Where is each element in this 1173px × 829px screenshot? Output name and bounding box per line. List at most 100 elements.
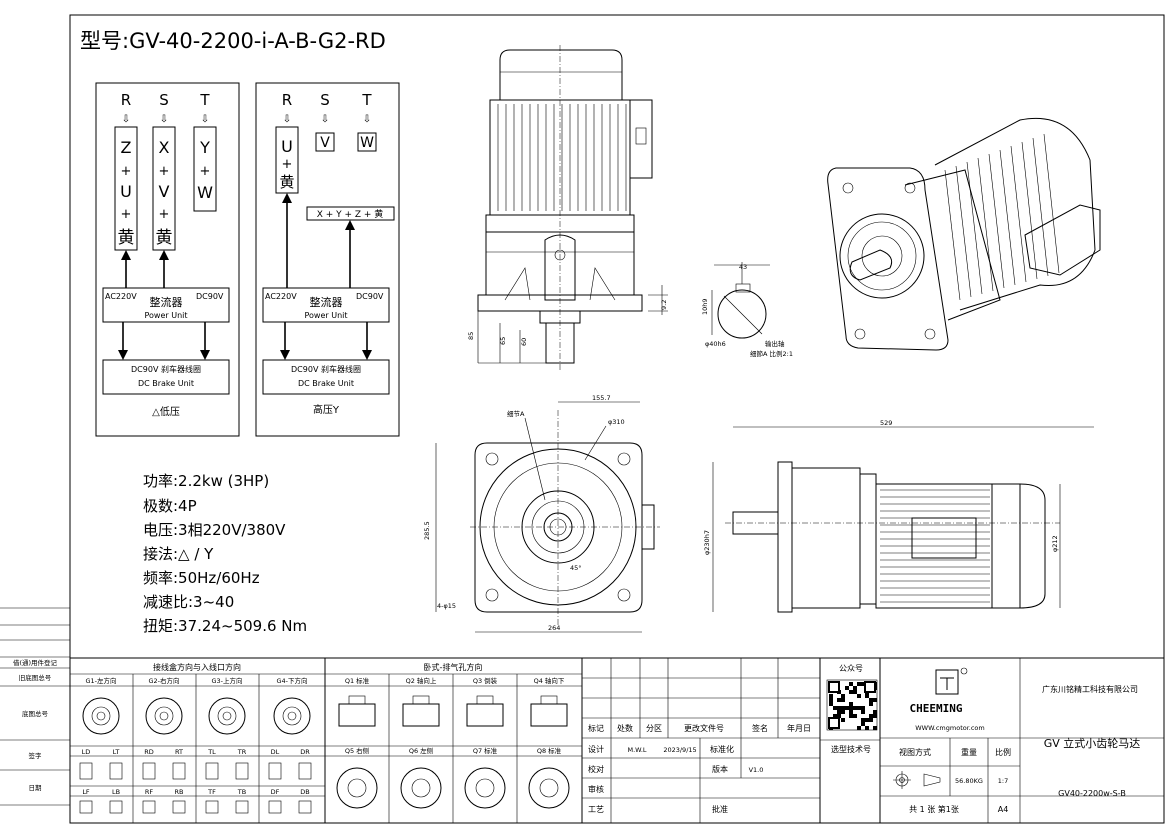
junction-sub-top: LT — [113, 748, 120, 756]
high-col1-yellow: 黄 — [279, 173, 294, 191]
vent-motor-icon — [338, 703, 376, 727]
spec-list: 功率:2.2kw (3HP) 极数:4P 电压:3相220V/380V 接法:△… — [143, 472, 307, 635]
high-brake-box — [262, 359, 390, 395]
role-process: 工艺 — [588, 805, 604, 814]
high-star-bar — [306, 206, 395, 221]
junction-sub-bottom: LB — [112, 788, 120, 796]
junction-sub-top: RT — [175, 748, 183, 756]
high-star-bar-label: X + Y + Z + 黄 — [317, 208, 384, 220]
dim-264: 264 — [548, 624, 560, 632]
junction-box-icon — [109, 800, 123, 814]
high-caption: 高压Y — [313, 403, 340, 416]
junction-motor-icon — [273, 697, 311, 735]
brand-logo-icon — [935, 667, 968, 695]
dim-9-2: 9.2 — [660, 300, 668, 310]
dim-155-7: 155.7 — [592, 394, 611, 402]
isometric-view — [827, 117, 1101, 351]
junction-sub-bottom: RF — [145, 788, 154, 796]
vent-head: Q5 右侧 — [345, 746, 369, 755]
low-dc-label: DC90V — [196, 292, 224, 301]
junction-box-icon — [235, 762, 249, 780]
view-label: 视图方式 — [899, 747, 931, 757]
left-label-0: 借(通)用件登记 — [13, 658, 58, 667]
role-design: 设计 — [588, 744, 604, 754]
high-brake-en: DC Brake Unit — [298, 379, 354, 388]
phase-r-label: R — [121, 91, 131, 109]
junction-sub-top: DL — [271, 748, 280, 756]
vent-flange-icon — [400, 767, 442, 809]
vent-flange-icon — [528, 767, 570, 809]
junction-box-icon — [172, 800, 186, 814]
low-rectifier-box — [102, 287, 230, 323]
spec-voltage: 电压:3相220V/380V — [143, 521, 286, 539]
vent-flange-icon — [464, 767, 506, 809]
low-rectifier-en: Power Unit — [144, 311, 187, 320]
left-label-2: 底图总号 — [22, 709, 49, 718]
junction-box-icon — [205, 762, 219, 780]
low-col1-plus1: + — [121, 164, 132, 179]
junction-head: G1-左方向 — [85, 676, 116, 685]
designer: M.W.L — [627, 746, 646, 754]
sheet-border — [69, 14, 1165, 824]
ratio-label: 比例 — [995, 747, 1011, 757]
junction-sub-top: TL — [207, 748, 216, 756]
qr-code-icon — [826, 679, 878, 731]
low-col3-w: W — [197, 183, 213, 202]
junction-box-icon — [79, 800, 93, 814]
high-phase-s: S — [320, 91, 330, 109]
junction-sub-top: TR — [237, 748, 247, 756]
weight-label: 重量 — [961, 747, 977, 757]
high-phase-r: R — [282, 91, 292, 109]
vent-head: Q2 轴向上 — [406, 676, 437, 685]
low-brake-box — [102, 359, 230, 395]
high-rectifier-en: Power Unit — [304, 311, 347, 320]
dim-65: 65 — [499, 337, 507, 345]
low-brake-cn: DC90V 刹车器线圈 — [131, 364, 201, 374]
junction-head: G3-上方向 — [211, 676, 242, 685]
standardize-label: 标准化 — [710, 744, 734, 754]
low-col2-yellow: 黄 — [156, 228, 173, 248]
junction-box-icon — [142, 762, 156, 780]
junction-motor-icon — [208, 697, 246, 735]
wiring-high-diagram: R S T ⇩ ⇩ ⇩ U + 黄 V W X + Y + Z + 黄 AC22… — [255, 82, 400, 437]
junction-box-icon — [172, 762, 186, 780]
low-col3-y: Y — [199, 138, 210, 157]
high-col1-plus: + — [282, 157, 293, 172]
vent-head: Q1 标准 — [345, 676, 370, 685]
detail-note: 细節A 比例2:1 — [750, 349, 793, 358]
junction-head: G2-右方向 — [148, 676, 179, 685]
low-col1-z: Z — [121, 138, 132, 157]
revision-head: 分区 — [646, 724, 662, 733]
dim-phi40h6: φ40h6 — [705, 340, 726, 348]
dim-phi230h7: φ230h7 — [703, 530, 711, 555]
vent-motor-icon — [466, 703, 504, 727]
low-caption: △低压 — [152, 405, 180, 418]
vent-head: Q8 标准 — [537, 746, 562, 755]
projection-symbol-icon — [893, 771, 941, 789]
low-ac-label: AC220V — [105, 292, 137, 301]
high-ac-label: AC220V — [265, 292, 297, 301]
role-check: 校对 — [588, 764, 604, 774]
high-col1-u: U — [281, 137, 293, 156]
dim-85: 85 — [467, 332, 475, 340]
phase-t-label: T — [199, 91, 210, 109]
high-phase-t: T — [361, 91, 372, 109]
high-dc-label: DC90V — [356, 292, 384, 301]
revision-head: 更改文件号 — [684, 723, 724, 733]
low-col2-plus1: + — [159, 164, 170, 179]
title-block: 借(通)用件登记 旧底图总号 底图总号 签字 日期 接线盒方向与入线口方向 G1… — [0, 607, 1164, 823]
dim-phi212: φ212 — [1051, 535, 1059, 552]
dim-10h9: 10h9 — [701, 298, 709, 315]
revision-head: 年月日 — [787, 723, 811, 733]
wiring-low-diagram: R S T ⇩ ⇩ ⇩ Z + U + 黄 X + V + 黄 Y + W AC… — [95, 82, 240, 437]
junction-sub-bottom: RB — [175, 788, 184, 796]
revision-head: 标记 — [588, 723, 604, 733]
vent-head: Q7 标准 — [473, 746, 498, 755]
vent-motor-icon — [402, 703, 440, 727]
junction-box-icon — [142, 800, 156, 814]
junction-box-icon — [235, 800, 249, 814]
wechat-label: 公众号 — [839, 664, 863, 673]
junction-box-icon — [268, 762, 282, 780]
left-label-1: 旧底图总号 — [19, 673, 52, 682]
